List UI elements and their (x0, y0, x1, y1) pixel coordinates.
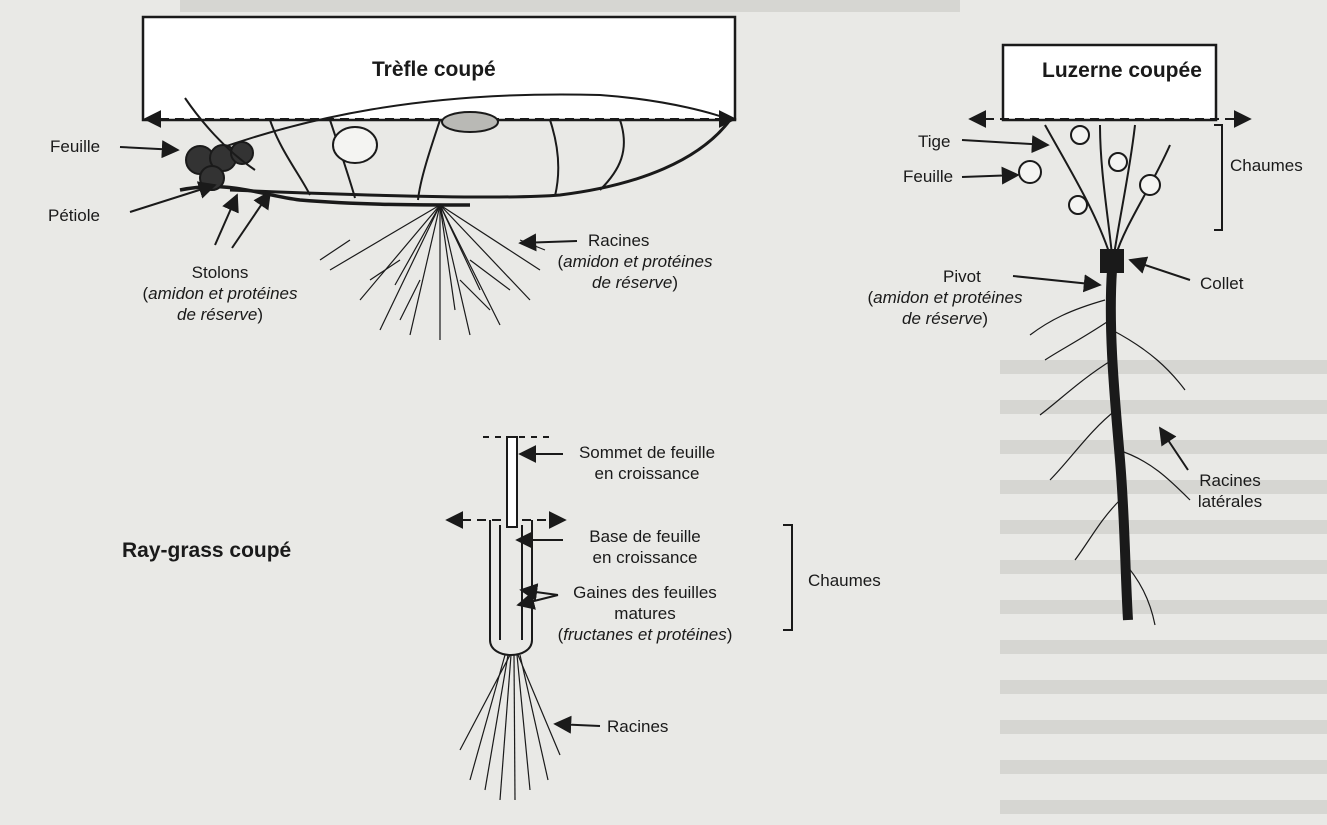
ryegrass-sommet-1: Sommet de feuille (578, 443, 716, 462)
clover-drawing (141, 15, 737, 340)
alfalfa-feuille-label: Feuille (903, 167, 954, 186)
clover-stolons-note-1: amidon et protéines (148, 284, 298, 303)
clover-racines-label: Racines (588, 231, 650, 250)
alfalfa-tige-label: Tige (918, 132, 951, 151)
ryegrass-gaines-2: matures (614, 604, 676, 623)
alfalfa-chaumes-label: Chaumes (1230, 156, 1303, 175)
alfalfa-title: Luzerne coupée (1042, 59, 1202, 82)
clover-racines-note: (amidon et protéines (557, 252, 713, 271)
ryegrass-base-2: en croissance (592, 548, 698, 567)
ryegrass-arrows (515, 445, 601, 734)
alfalfa-cut-box (1001, 43, 1218, 122)
alfalfa-drawing (968, 43, 1252, 626)
ryegrass-gaines-1: Gaines des feuilles (573, 583, 717, 602)
ryegrass-sommet-2: en croissance (594, 464, 700, 483)
clover-stolons-note: (amidon et protéines (142, 284, 298, 303)
clover-cut-box (141, 15, 737, 122)
clover-stolons-note-line2: de réserve) (177, 305, 263, 324)
ryegrass-racines-label: Racines (607, 717, 669, 736)
alfalfa-pivot-note-1: amidon et protéines (873, 288, 1023, 307)
ryegrass-gaines-note-text: fructanes et protéines (563, 625, 727, 644)
ryegrass-drawing (445, 436, 793, 801)
clover-racines-note-1: amidon et protéines (563, 252, 713, 271)
clover-racines-note-line2: de réserve) (592, 273, 678, 292)
alfalfa-racines-laterales-2: latérales (1197, 492, 1263, 511)
alfalfa-arrows (961, 135, 1191, 471)
alfalfa-pivot-note: (amidon et protéines (867, 288, 1023, 307)
clover-feuille-label: Feuille (50, 137, 101, 156)
ryegrass-gaines-note: (fructanes et protéines) (557, 625, 733, 644)
alfalfa-pivot-note-2: de réserve (902, 309, 983, 328)
alfalfa-pivot-label: Pivot (943, 267, 981, 286)
clover-petiole-label: Pétiole (48, 206, 100, 225)
alfalfa-pivot-note-line2: de réserve) (902, 309, 988, 328)
clover-racines-note-2: de réserve (592, 273, 673, 292)
clover-stolons-label: Stolons (191, 263, 249, 282)
clover-stolons-note-2: de réserve (177, 305, 258, 324)
alfalfa-collet-label: Collet (1200, 274, 1244, 293)
alfalfa-racines-laterales-1: Racines (1199, 471, 1261, 490)
ryegrass-chaumes-label: Chaumes (808, 571, 881, 590)
background-text-shading (180, 0, 1327, 814)
clover-title: Trèfle coupé (372, 58, 496, 81)
clover-arrows (119, 140, 578, 252)
ryegrass-base-1: Base de feuille (589, 527, 701, 546)
ryegrass-title: Ray-grass coupé (122, 539, 292, 562)
